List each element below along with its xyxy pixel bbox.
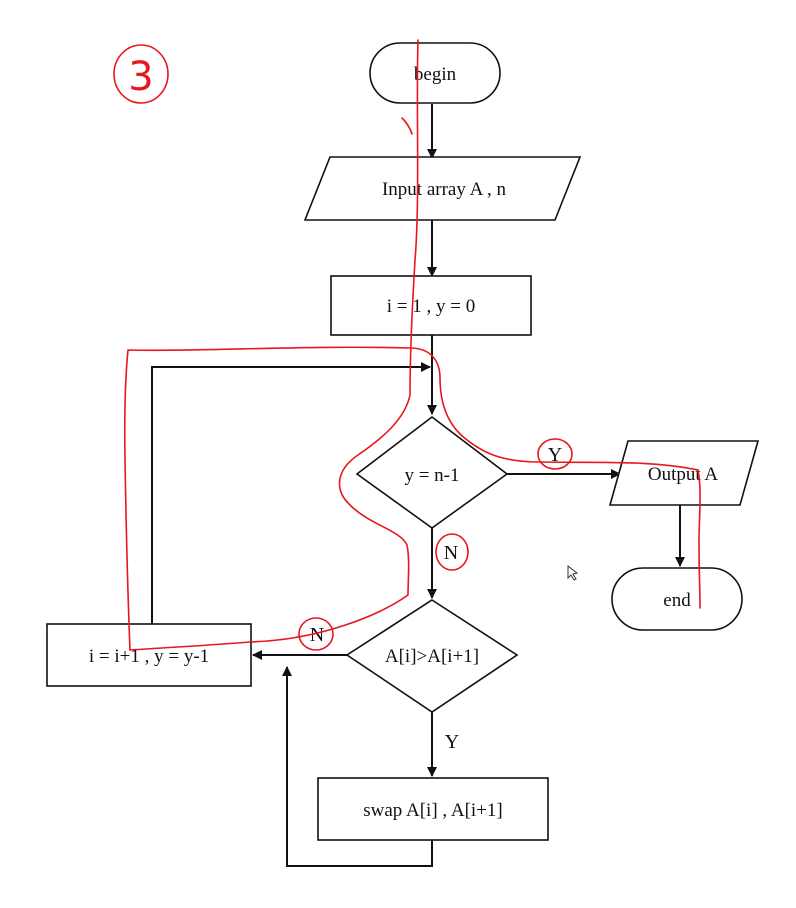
swap-process: swap A[i] , A[i+1] bbox=[317, 777, 549, 841]
mouse-cursor-icon bbox=[567, 564, 579, 581]
outer-condition-label: y = n-1 bbox=[404, 465, 459, 486]
handwritten-annotations: 3 bbox=[113, 39, 701, 651]
output-label: Output A bbox=[648, 464, 718, 485]
increment-label: i = i+1 , y = y-1 bbox=[89, 646, 209, 667]
connector-swap-back-to-increment-line bbox=[282, 666, 433, 867]
outer-no-circle bbox=[435, 533, 469, 571]
input-label: Input array A , n bbox=[382, 179, 507, 200]
trace-tick-top bbox=[401, 117, 413, 135]
end-label: end bbox=[663, 590, 691, 611]
inner-no-label: N bbox=[310, 624, 324, 646]
output-node: Output A bbox=[608, 440, 760, 506]
input-node: Input array A , n bbox=[303, 156, 582, 221]
end-terminal: end bbox=[611, 567, 743, 631]
outer-yes-label: Y bbox=[548, 444, 562, 466]
increment-process: i = i+1 , y = y-1 bbox=[46, 623, 252, 687]
outer-condition-decision: y = n-1 bbox=[355, 415, 509, 529]
inner-no-circle bbox=[298, 617, 334, 651]
swap-label: swap A[i] , A[i+1] bbox=[363, 800, 502, 821]
connectors bbox=[151, 104, 685, 867]
execution-trace-path bbox=[123, 39, 701, 651]
init-process: i = 1 , y = 0 bbox=[330, 275, 532, 336]
begin-label: begin bbox=[414, 64, 457, 85]
inner-condition-decision: A[i]>A[i+1] bbox=[345, 599, 519, 713]
inner-yes-label: Y bbox=[445, 731, 459, 753]
outer-yes-circle bbox=[537, 438, 573, 470]
init-label: i = 1 , y = 0 bbox=[387, 296, 475, 317]
connector-loop-back-to-outer bbox=[151, 362, 431, 624]
begin-terminal: begin bbox=[369, 42, 501, 104]
step-number-label: 3 bbox=[128, 54, 153, 100]
outer-no-label: N bbox=[444, 542, 458, 564]
step-number-circle bbox=[113, 44, 169, 104]
inner-condition-label: A[i]>A[i+1] bbox=[385, 646, 479, 667]
